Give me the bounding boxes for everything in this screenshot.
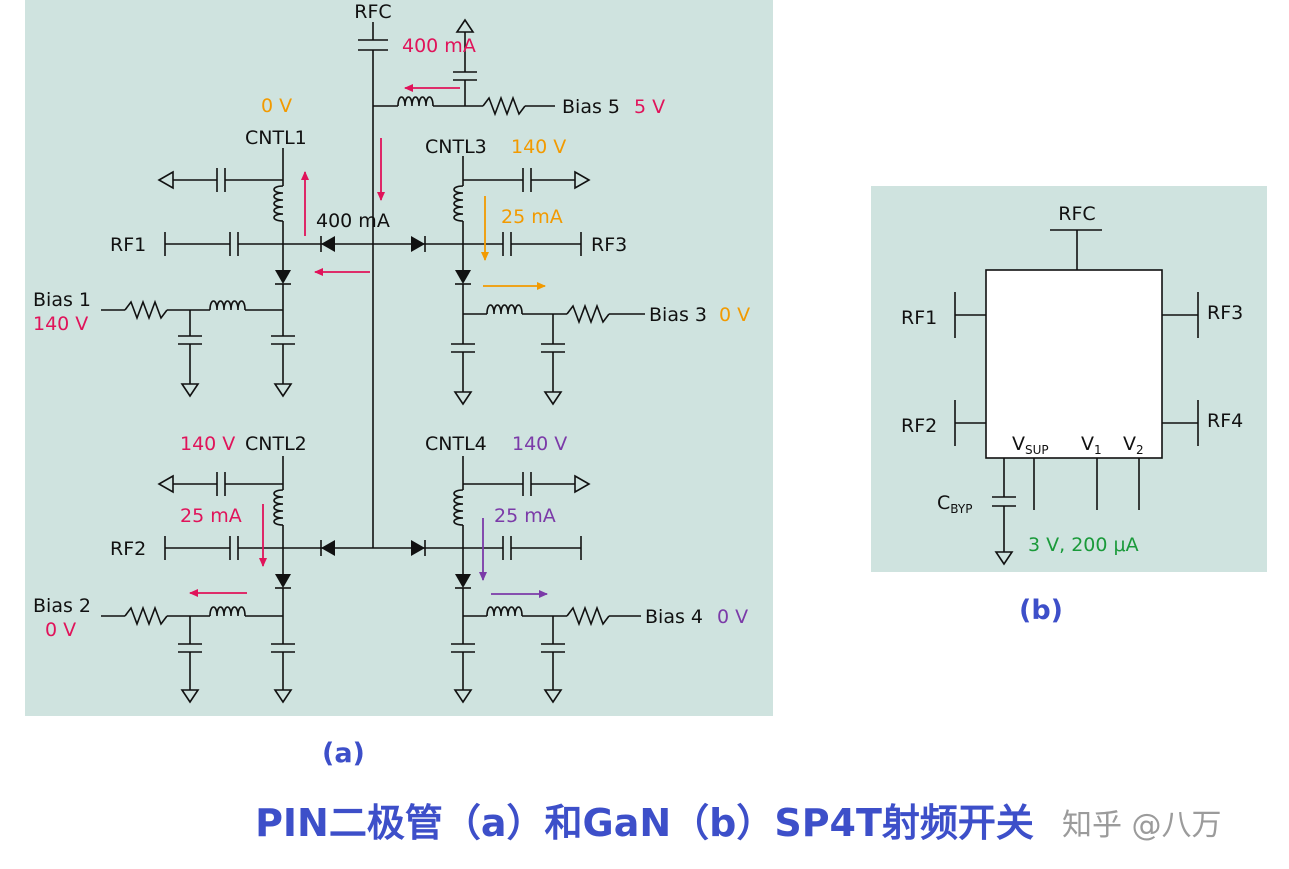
bias2-label: Bias 2 <box>33 595 91 617</box>
rf3-current-label: 25 mA <box>501 206 563 228</box>
pin-schematic-svg: RFC 400 mA Bias 5 5 V 0 V CNTL1 CNTL3 14… <box>33 1 750 704</box>
rfc-input <box>358 22 388 548</box>
current-arrows <box>189 84 548 598</box>
watermark: 知乎 @八万 <box>1062 808 1222 843</box>
cntl1-label: CNTL1 <box>245 127 307 149</box>
v1-label: V1 <box>1081 433 1102 457</box>
bias5-network <box>373 18 555 117</box>
bias4-label: Bias 4 <box>645 606 703 628</box>
branch-rf1 <box>101 148 295 398</box>
upper-diode-row <box>283 236 463 252</box>
rfc-label: RFC <box>354 1 391 23</box>
branch-rf2 <box>101 456 295 704</box>
center-current-label: 400 mA <box>316 210 390 232</box>
gan-rf3-label: RF3 <box>1207 302 1243 324</box>
supply-label: 3 V, 200 μA <box>1028 534 1139 556</box>
panel-a-pin-diode-schematic: RFC 400 mA Bias 5 5 V 0 V CNTL1 CNTL3 14… <box>25 0 773 716</box>
bias3-label: Bias 3 <box>649 304 707 326</box>
branch-rf4 <box>451 456 641 704</box>
v1-sub: 1 <box>1094 443 1102 457</box>
bias5-voltage: 5 V <box>634 96 665 118</box>
cntl3-label: CNTL3 <box>425 136 487 158</box>
v2-main: V <box>1123 433 1136 455</box>
vsup-label: VSUP <box>1012 433 1049 457</box>
bias4-voltage: 0 V <box>717 606 748 628</box>
bias2-voltage: 0 V <box>45 619 76 641</box>
branch-rf3 <box>451 156 645 406</box>
panel-b-gan-block: RFC RF1 RF2 RF3 RF4 VSUP V1 V2 CBYP 3 V,… <box>871 186 1267 572</box>
cntl2-voltage: 140 V <box>180 433 235 455</box>
bias3-voltage: 0 V <box>719 304 750 326</box>
cbyp-sub: BYP <box>950 502 972 516</box>
cntl4-voltage: 140 V <box>512 433 567 455</box>
gan-rf2-label: RF2 <box>901 415 937 437</box>
gan-rf1-label: RF1 <box>901 307 937 329</box>
rf2-label: RF2 <box>110 538 146 560</box>
gan-block-svg: RFC RF1 RF2 RF3 RF4 VSUP V1 V2 CBYP 3 V,… <box>901 203 1243 566</box>
rf2-current-label: 25 mA <box>180 505 242 527</box>
cntl3-voltage: 140 V <box>511 136 566 158</box>
gan-rfc-label: RFC <box>1058 203 1095 225</box>
rf1-label: RF1 <box>110 234 146 256</box>
cntl4-label: CNTL4 <box>425 433 487 455</box>
figure-title: PIN二极管（a）和GaN（b）SP4T射频开关 <box>255 801 1034 845</box>
v2-sub: 2 <box>1136 443 1144 457</box>
bias5-label: Bias 5 <box>562 96 620 118</box>
v1-main: V <box>1081 433 1094 455</box>
gan-rf4-label: RF4 <box>1207 410 1243 432</box>
vsup-main: V <box>1012 433 1025 455</box>
caption-b: (b) <box>1019 595 1064 626</box>
cntl2-label: CNTL2 <box>245 433 307 455</box>
cntl1-voltage: 0 V <box>261 95 292 117</box>
rf4-current-label: 25 mA <box>494 505 556 527</box>
v2-label: V2 <box>1123 433 1144 457</box>
bias1-voltage: 140 V <box>33 313 88 335</box>
bias1-label: Bias 1 <box>33 289 91 311</box>
caption-a: (a) <box>322 738 365 769</box>
rfc-current-label: 400 mA <box>402 35 476 57</box>
lower-diode-row <box>283 540 463 556</box>
cbyp-label: CBYP <box>937 492 972 516</box>
cbyp-main: C <box>937 492 950 514</box>
vsup-sub: SUP <box>1025 443 1049 457</box>
gan-switch-box <box>985 269 1163 459</box>
rf3-label: RF3 <box>591 234 627 256</box>
